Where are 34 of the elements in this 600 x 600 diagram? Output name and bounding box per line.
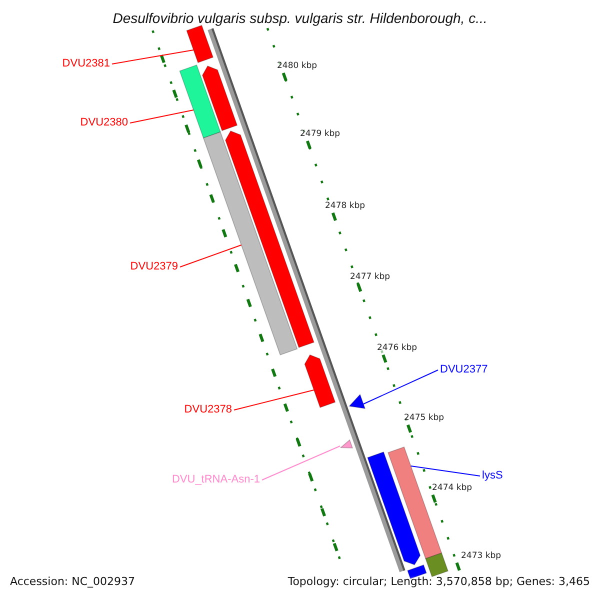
gene-label: DVU_tRNA-Asn-1: [172, 474, 260, 486]
accession-text: Accession: NC_002937: [10, 575, 136, 589]
gene-feature: [202, 131, 298, 356]
gene-feature: [348, 394, 366, 409]
scale-label: 2474 kbp: [432, 483, 472, 493]
gene-feature: [202, 65, 238, 132]
gene-label: DVU2379: [130, 260, 178, 274]
leader-line: [362, 370, 438, 404]
scale-label: 2476 kbp: [377, 343, 418, 353]
gene-label: DVU2380: [80, 116, 128, 130]
gene-label: DVU2377: [440, 364, 488, 376]
gene-feature: [186, 24, 214, 64]
gene-label: DVU2378: [184, 404, 232, 416]
gene-feature: [340, 439, 354, 448]
leader-line: [180, 244, 242, 268]
gene-label: lysS: [482, 470, 503, 482]
scale-label: 2475 kbp: [404, 413, 444, 423]
leader-line: [262, 446, 341, 480]
gene-label: DVU2381: [62, 58, 110, 70]
gene-feature: [367, 451, 421, 566]
leader-line: [130, 110, 194, 124]
scale-label: 2477 kbp: [350, 272, 390, 282]
scale-label: 2479 kbp: [300, 129, 340, 139]
scale-label: 2480 kbp: [277, 61, 318, 71]
leader-line: [234, 390, 314, 410]
gene-feature: [179, 64, 221, 138]
genome-stats-text: Topology: circular; Length: 3,570,858 bp; Genes: 3,465: [288, 575, 590, 589]
leader-line: [112, 50, 194, 64]
leader-line: [410, 466, 480, 476]
gene-feature: [425, 552, 448, 578]
scale-label: 2478 kbp: [325, 201, 366, 211]
gene-feature: [304, 354, 336, 408]
scale-label: 2473 kbp: [461, 551, 502, 561]
map-title: Desulfovibrio vulgaris subsp. vulgaris str. Hildenborough, c...: [112, 9, 488, 27]
